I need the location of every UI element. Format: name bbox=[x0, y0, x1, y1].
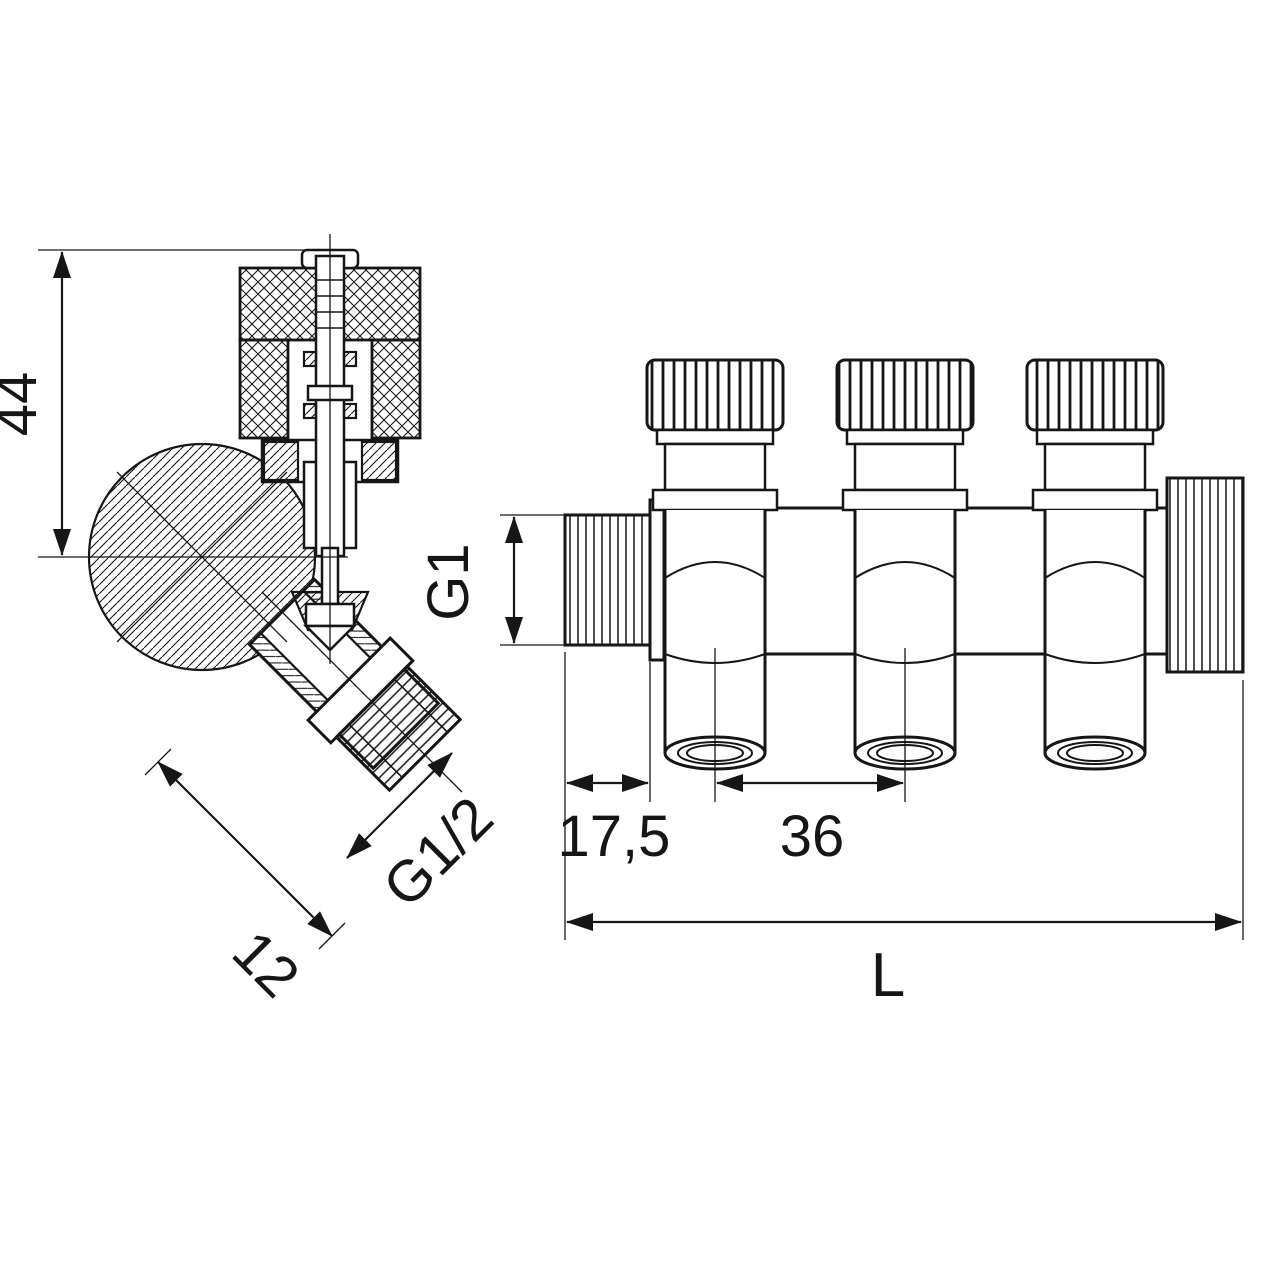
manifold-valve-unit bbox=[645, 358, 785, 771]
port-tube-sides bbox=[663, 510, 767, 753]
packing-ring bbox=[302, 350, 318, 368]
dim-12: 12 bbox=[144, 748, 346, 1010]
dim-length-label: L bbox=[871, 941, 905, 1010]
valve-bonnet bbox=[663, 442, 767, 492]
bonnet-hatch-right bbox=[360, 440, 398, 482]
bonnet-flange bbox=[841, 488, 969, 512]
packing-ring bbox=[342, 402, 358, 420]
handwheel-skirt-right bbox=[370, 338, 422, 440]
valve-knob[interactable] bbox=[645, 358, 785, 432]
port-tube-sides bbox=[1043, 510, 1147, 753]
knob-ring bbox=[845, 428, 965, 446]
packing-ring bbox=[302, 402, 318, 420]
packing-ring bbox=[342, 350, 358, 368]
dim-44: 44 bbox=[0, 249, 348, 558]
dim-g1: G1 bbox=[416, 514, 568, 646]
dim-g1-label: G1 bbox=[416, 543, 481, 620]
dim-175: 17,5 bbox=[558, 652, 671, 940]
bonnet-flange bbox=[651, 488, 779, 512]
tube-shoulder-arc bbox=[854, 561, 956, 579]
dim-36-label: 36 bbox=[780, 804, 845, 869]
manifold-valve-unit bbox=[1025, 358, 1165, 771]
port-tube-sides bbox=[853, 510, 957, 753]
port-tube-fill bbox=[1045, 510, 1145, 753]
bonnet-flange bbox=[1031, 488, 1159, 512]
knob-ring bbox=[1035, 428, 1155, 446]
valve-section-view: 44 G1/2 12 bbox=[0, 234, 506, 1010]
extension-lines bbox=[714, 648, 906, 802]
tube-shoulder-arc bbox=[664, 561, 766, 579]
knob-ring bbox=[655, 428, 775, 446]
inlet-stop-ring bbox=[648, 498, 666, 662]
extension-lines bbox=[500, 514, 568, 646]
bonnet-hatch-left bbox=[262, 440, 300, 482]
dimension-line bbox=[346, 752, 453, 859]
tube-body-arc bbox=[1044, 653, 1146, 664]
handwheel-skirt-left bbox=[238, 338, 290, 440]
dim-44-label: 44 bbox=[0, 372, 49, 437]
manifold-side-view: G1 17,5 36 L bbox=[416, 358, 1245, 1010]
valve-bonnet bbox=[853, 442, 957, 492]
inlet-male-thread bbox=[563, 513, 652, 647]
outlet-female-end bbox=[1165, 476, 1245, 674]
dim-g12-label: G1/2 bbox=[371, 785, 506, 920]
dim-175-label: 17,5 bbox=[558, 804, 671, 869]
port-outlet-bore bbox=[1057, 741, 1133, 765]
valve-bonnet bbox=[1043, 442, 1147, 492]
dim-12-label: 12 bbox=[220, 918, 312, 1010]
dimension-line bbox=[157, 761, 333, 937]
port-outlet-bore-inner bbox=[1066, 744, 1124, 762]
valve-knob[interactable] bbox=[1025, 358, 1165, 432]
dim-36: 36 bbox=[714, 648, 906, 869]
dim-length: L bbox=[566, 680, 1244, 1010]
valve-knob[interactable] bbox=[835, 358, 975, 432]
dim-g12: G1/2 bbox=[346, 752, 506, 920]
tube-shoulder-arc bbox=[1044, 561, 1146, 579]
